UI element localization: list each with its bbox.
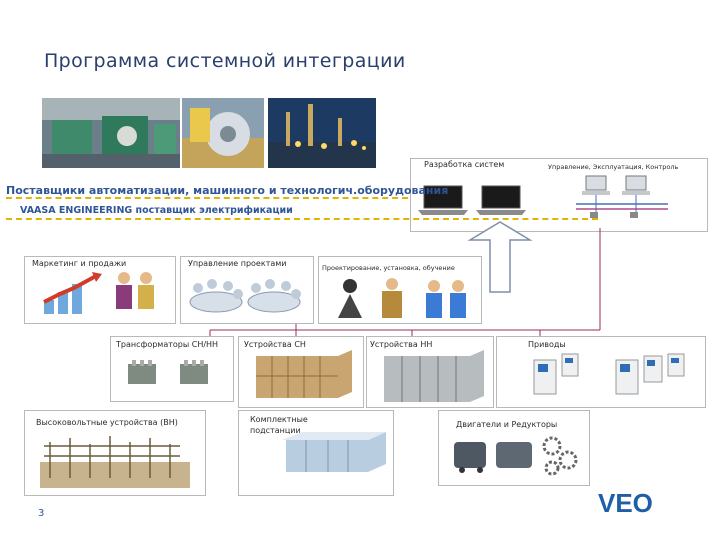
suppliers-dashed-line [6, 197, 408, 199]
plant-night-photo [268, 98, 376, 168]
drives-label: Приводы [528, 340, 566, 349]
vaasa-band: VAASA ENGINEERING поставщик электрификац… [20, 205, 293, 216]
hv-devices-label: Высоковольтные устройства (ВН) [36, 418, 178, 427]
team-meeting-icon [186, 272, 306, 322]
transformers-label: Трансформаторы СН/НН [116, 340, 219, 349]
coil-photo [182, 98, 264, 168]
mv-devices-label: Устройства СН [244, 340, 306, 349]
transformer-icon [124, 358, 224, 392]
page-number: 3 [38, 508, 45, 519]
control-network-icon [572, 174, 676, 224]
laptop-icon [476, 184, 526, 220]
mv-switchgear-icon [256, 350, 356, 402]
hv-substation-icon [40, 432, 190, 492]
veo-logo: VEO [598, 488, 688, 520]
substations-label: Комплектные подстанции [250, 415, 308, 435]
lv-devices-label: Устройства НН [370, 340, 433, 349]
substation-building-icon [282, 430, 388, 478]
sales-chart-icon [40, 272, 104, 320]
marketing-label: Маркетинг и продажи [32, 259, 127, 268]
engineers-icon [330, 274, 476, 324]
page-title: Программа системной интеграции [44, 50, 406, 72]
people-icon [110, 270, 160, 320]
design-install-label: Проектирование, установка, обучение [322, 264, 455, 272]
factory-photo [42, 98, 180, 168]
design-label: Разработка систем [424, 160, 505, 169]
project-mgmt-label: Управление проектами [188, 259, 287, 268]
drive-units-icon [532, 352, 692, 400]
veo-logo-text: VEO [598, 490, 653, 516]
lv-switchgear-icon [384, 350, 488, 406]
suppliers-band: Поставщики автоматизации, машинного и те… [6, 184, 449, 197]
motor-gear-icon [448, 432, 584, 480]
laptop-icon [418, 184, 468, 220]
vaasa-dashed-line [6, 218, 598, 220]
operation-label: Управление, Эксплуатация, Контроль [548, 163, 679, 171]
motors-label: Двигатели и Редукторы [456, 420, 558, 429]
